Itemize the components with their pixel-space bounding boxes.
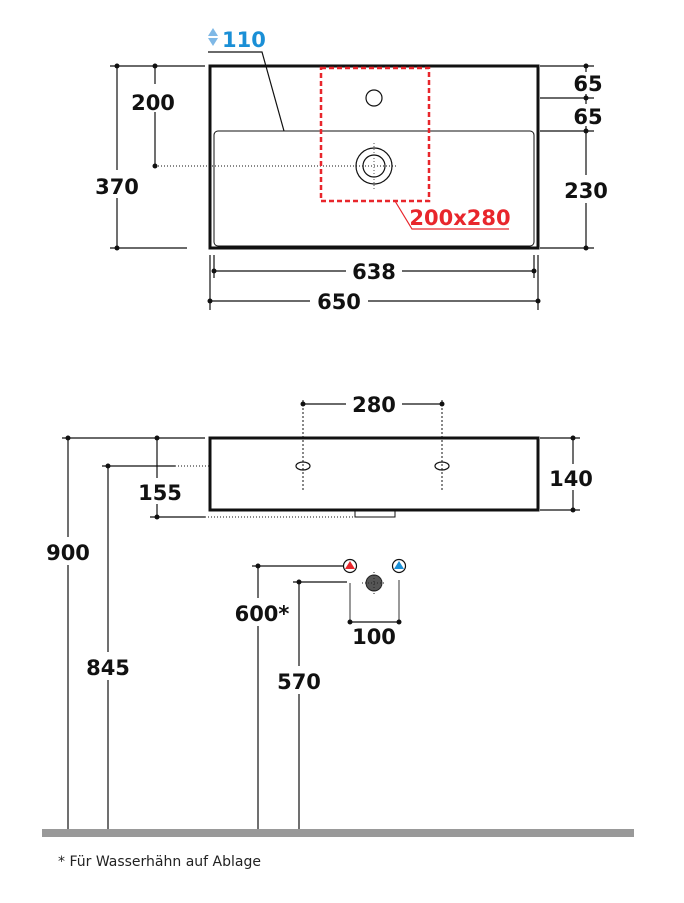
top-view: 200x280 110 200 370 65 65 230	[93, 28, 610, 314]
mixer-valve-icon	[362, 572, 386, 594]
tap-hole	[365, 89, 383, 107]
hole-spacing: 280	[352, 393, 396, 417]
basin-side	[208, 436, 540, 512]
drain-side	[354, 509, 396, 518]
cold-water-icon	[391, 558, 407, 574]
side-view: 280 140 155 900 845 600* 570	[42, 392, 634, 837]
drop-155: 155	[138, 481, 182, 505]
cutout-label: 200x280	[409, 206, 510, 230]
height-200: 200	[131, 91, 175, 115]
height-900: 900	[46, 541, 90, 565]
right-230: 230	[564, 179, 608, 203]
right-65-b: 65	[573, 105, 602, 129]
inner-width: 638	[352, 260, 396, 284]
cutout-area	[319, 66, 431, 203]
valve-spacing: 100	[352, 625, 396, 649]
height-140: 140	[549, 467, 593, 491]
height-570: 570	[277, 670, 321, 694]
up-down-arrow-icon	[208, 28, 218, 46]
right-65-a: 65	[573, 72, 602, 96]
hot-water-icon	[342, 558, 358, 574]
floor-line	[42, 829, 634, 837]
basin-bowl	[213, 130, 535, 247]
height-370: 370	[95, 175, 139, 199]
basin-outline	[208, 64, 540, 250]
footnote: * Für Wasserhähn auf Ablage	[58, 854, 261, 870]
outer-width: 650	[317, 290, 361, 314]
depth-label: 110	[222, 28, 266, 52]
height-845: 845	[86, 656, 130, 680]
height-600: 600*	[235, 602, 290, 626]
